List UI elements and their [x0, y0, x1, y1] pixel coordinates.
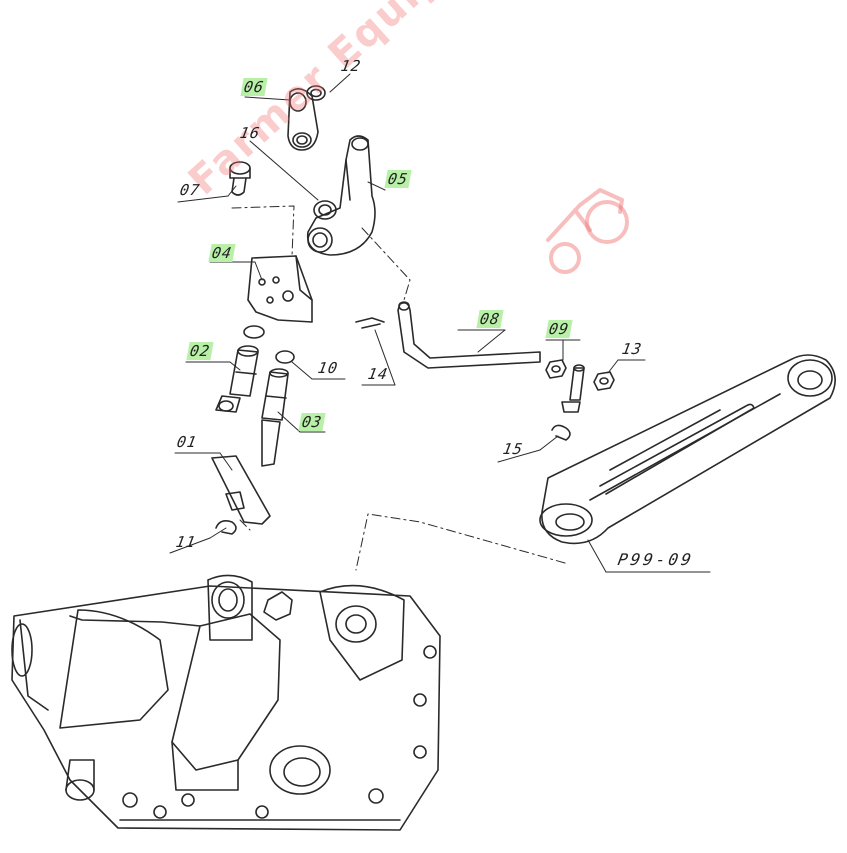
callout-15: 15: [501, 440, 525, 458]
part-16-washer: [313, 200, 337, 220]
part-11-clip: [215, 520, 237, 535]
callout-10: 10: [316, 359, 340, 377]
part-05-lever-arm: [306, 135, 376, 256]
callout-02: 02: [186, 342, 214, 360]
part-07-bolt: [229, 161, 251, 196]
part-08-rod: [355, 301, 541, 369]
callout-16: 16: [238, 124, 262, 142]
part-04-plate: [247, 255, 313, 323]
part-09-pin: [561, 364, 585, 413]
callout-01: 01: [175, 433, 199, 451]
watermark-tractor-icon: [546, 188, 629, 274]
callout-12: 12: [339, 57, 363, 75]
part-12-seal-ring: [306, 85, 326, 101]
callout-08: 08: [476, 310, 504, 328]
part-02-piston: [215, 325, 265, 413]
part-03-piston: [261, 368, 289, 467]
callout-04: 04: [208, 244, 236, 262]
callout-ref-p99-09: P99-09: [616, 550, 696, 569]
lift-housing: [11, 574, 441, 831]
callout-06: 06: [240, 78, 268, 96]
part-10-ring: [275, 350, 295, 364]
lift-arm: [539, 354, 836, 545]
assembly-lines: [231, 205, 566, 571]
callout-03: 03: [298, 413, 326, 431]
part-06-bracket: [287, 88, 319, 151]
callout-05: 05: [384, 170, 412, 188]
callout-07: 07: [178, 181, 202, 199]
part-15-clip: [551, 424, 571, 441]
part-09-nuts: [545, 359, 615, 391]
part-01-slide-plate: [211, 455, 271, 525]
callout-13: 13: [620, 340, 644, 358]
callout-14: 14: [366, 365, 390, 383]
callout-11: 11: [174, 533, 198, 551]
callout-09: 09: [545, 320, 573, 338]
